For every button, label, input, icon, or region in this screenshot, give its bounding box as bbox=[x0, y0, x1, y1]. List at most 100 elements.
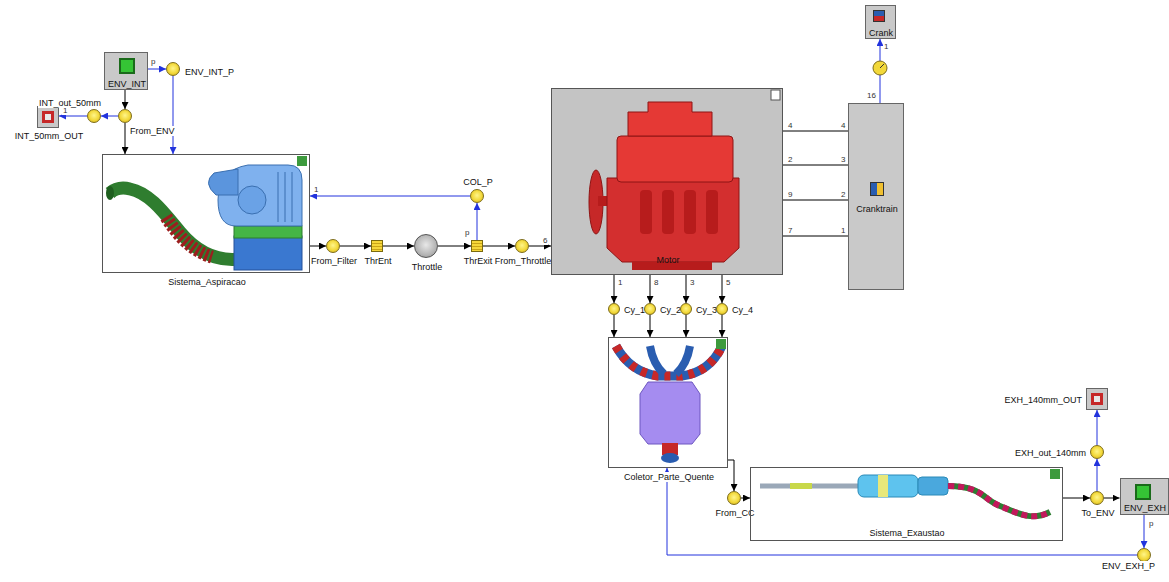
flow-connector bbox=[783, 236, 848, 237]
node-label: Throttle bbox=[411, 262, 444, 272]
node-label: ThrEnt bbox=[364, 256, 393, 266]
sensor-circle: From_ENV bbox=[118, 109, 132, 123]
node-label: Cy_3 bbox=[695, 305, 718, 315]
exhaust-art bbox=[750, 467, 1063, 541]
node-label: Motor bbox=[656, 255, 679, 265]
port-number: 1 bbox=[313, 185, 319, 194]
node-label: ENV_INT_P bbox=[184, 67, 235, 77]
flow-connector bbox=[529, 246, 551, 247]
throttle-valve: Throttle bbox=[414, 234, 438, 258]
sensor-circle: Cy_2 bbox=[644, 303, 656, 315]
node-label: Sistema_Exaustao bbox=[869, 528, 944, 538]
node-label: Cranktrain bbox=[856, 204, 898, 214]
sensor-circle: From_CC bbox=[727, 491, 741, 505]
signal-wire bbox=[1097, 410, 1098, 445]
port-number: 4 bbox=[787, 121, 793, 130]
crank-icon bbox=[873, 10, 885, 22]
flow-connector bbox=[783, 165, 848, 166]
node-label: From_Throttle bbox=[494, 256, 553, 266]
environment-icon bbox=[119, 58, 135, 74]
port-number: 8 bbox=[653, 278, 659, 287]
flow-connector bbox=[614, 275, 615, 303]
port-number: 1 bbox=[62, 106, 68, 115]
outlet-icon bbox=[42, 111, 54, 123]
sensor-circle: To_ENV bbox=[1090, 491, 1104, 505]
environment-box: ENV_INT bbox=[104, 52, 148, 90]
sensor-circle: COL_P bbox=[470, 189, 484, 203]
port-number: 9 bbox=[787, 190, 793, 199]
flow-connector bbox=[438, 246, 471, 247]
node-label: Crank bbox=[869, 28, 893, 38]
flow-connector bbox=[783, 200, 848, 201]
signal-wire bbox=[173, 76, 174, 154]
node-label: From_Filter bbox=[310, 256, 358, 266]
cranktrain-icon bbox=[870, 182, 884, 196]
port-number: 3 bbox=[689, 278, 695, 287]
pipe-element: ThrExit bbox=[471, 240, 483, 252]
flow-connector bbox=[728, 460, 734, 491]
outlet-box: INT_50mm_OUT bbox=[37, 106, 59, 128]
node-label: From_ENV bbox=[129, 126, 176, 136]
port-number: 5 bbox=[725, 278, 731, 287]
outlet-icon bbox=[1091, 393, 1103, 405]
crank-sensor-box: Crank bbox=[865, 5, 896, 39]
flow-connector bbox=[125, 123, 126, 154]
sensor-circle: EXH_out_140mm bbox=[1090, 445, 1104, 459]
node-label: Cy_4 bbox=[731, 305, 754, 315]
flow-connector bbox=[483, 246, 515, 247]
signal-wire bbox=[667, 468, 1137, 555]
port-number: p bbox=[464, 228, 470, 237]
signal-wire bbox=[1144, 515, 1145, 548]
node-label: Sistema_Aspiracao bbox=[167, 277, 247, 287]
flow-connector bbox=[383, 246, 414, 247]
intake-system-art bbox=[102, 154, 310, 273]
node-label: EXH_140mm_OUT bbox=[1003, 395, 1083, 405]
node-label: Cy_2 bbox=[659, 305, 682, 315]
flow-connector bbox=[650, 275, 651, 303]
flow-connector bbox=[1063, 498, 1090, 499]
node-label: ENV_INT bbox=[108, 79, 146, 89]
cranktrain-box: Cranktrain bbox=[848, 103, 904, 290]
flow-connector bbox=[614, 315, 615, 337]
manifold-art bbox=[608, 337, 728, 468]
subsystem-box: Sistema_Exaustao bbox=[750, 467, 1063, 541]
port-number: 6 bbox=[542, 236, 548, 245]
node-label: ENV_EXH bbox=[1124, 503, 1166, 513]
port-number: 1 bbox=[617, 278, 623, 287]
port-number: 1 bbox=[883, 42, 889, 51]
signal-wire bbox=[310, 196, 470, 197]
port-number: 16 bbox=[866, 91, 877, 100]
flow-connector bbox=[686, 315, 687, 337]
node-label: Coletor_Parte_Quente bbox=[623, 472, 715, 482]
port-number: p bbox=[150, 57, 156, 66]
sensor-circle: From_Throttle bbox=[515, 239, 529, 253]
signal-wire bbox=[477, 203, 478, 240]
port-number: p bbox=[1148, 519, 1154, 528]
node-label: ENV_EXH_P bbox=[1101, 561, 1156, 571]
node-label: To_ENV bbox=[1080, 508, 1115, 518]
port-number: 3 bbox=[840, 155, 846, 164]
flow-connector bbox=[783, 131, 848, 132]
sensor-circle: INT_out_50mm bbox=[87, 109, 101, 123]
sensor-symbol bbox=[873, 61, 887, 75]
port-number: 1 bbox=[840, 226, 846, 235]
outlet-box: EXH_140mm_OUT bbox=[1086, 388, 1108, 410]
signal-wire bbox=[101, 116, 118, 117]
subsystem-box: Motor bbox=[551, 88, 783, 275]
subsystem-box: Sistema_Aspiracao bbox=[102, 154, 310, 273]
flow-connector bbox=[1104, 498, 1120, 499]
environment-icon bbox=[1135, 484, 1151, 500]
port-number: 2 bbox=[840, 190, 846, 199]
flow-connector bbox=[650, 315, 651, 337]
signal-wire bbox=[148, 69, 166, 70]
environment-box: ENV_EXH bbox=[1120, 478, 1169, 515]
sensor-needle bbox=[880, 64, 884, 68]
node-label: EXH_out_140mm bbox=[1014, 448, 1087, 458]
node-label: INT_50mm_OUT bbox=[14, 131, 85, 141]
flow-connector bbox=[722, 315, 723, 337]
sensor-circle: ENV_INT_P bbox=[166, 62, 180, 76]
subsystem-box: Coletor_Parte_Quente bbox=[608, 337, 728, 468]
sensor-circle: From_Filter bbox=[326, 239, 340, 253]
pipe-element: ThrEnt bbox=[371, 240, 383, 252]
